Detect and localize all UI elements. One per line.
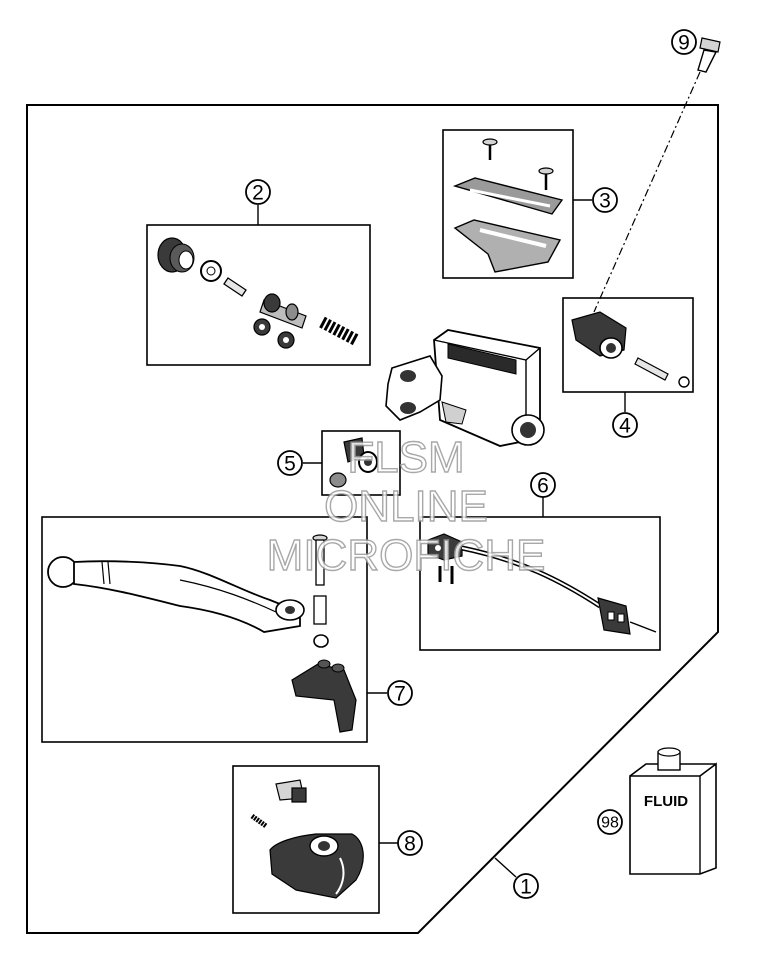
guard-housing-part (269, 833, 364, 899)
callout-6[interactable]: 6 (530, 472, 556, 498)
pin-part (223, 277, 247, 297)
svg-text:4: 4 (619, 415, 631, 438)
cover-screw-b (538, 167, 554, 190)
callout-7[interactable]: 7 (387, 680, 413, 706)
pivot-block-part (571, 311, 627, 359)
callout-3[interactable]: 3 (592, 187, 618, 213)
part-7-box (41, 516, 368, 743)
part-7-group[interactable] (41, 516, 387, 743)
svg-text:3: 3 (599, 190, 611, 213)
svg-text:7: 7 (394, 683, 406, 706)
piston-part (259, 293, 307, 329)
part-6-group[interactable] (419, 497, 661, 651)
callout-9[interactable]: 9 (671, 29, 697, 55)
reservoir-diaphragm (453, 219, 562, 273)
cover-screw-a (482, 138, 498, 160)
callout-1[interactable]: 1 (513, 873, 539, 899)
part-2-group[interactable] (146, 205, 371, 366)
pivot-washer-part (678, 376, 690, 388)
callout-98[interactable]: 98 (597, 809, 623, 835)
svg-text:5: 5 (284, 453, 296, 476)
svg-text:9: 9 (678, 32, 690, 55)
svg-text:6: 6 (537, 475, 549, 498)
fluid-bottle[interactable]: FLUID (629, 747, 717, 875)
callout-5[interactable]: 5 (277, 450, 303, 476)
leader-line-1 (494, 857, 517, 878)
svg-text:98: 98 (601, 815, 619, 832)
part-9-bolt[interactable] (697, 37, 721, 73)
pivot-pin-part (634, 357, 669, 381)
spring-part (319, 316, 359, 346)
reservoir-cover-plate (452, 177, 564, 215)
svg-text:8: 8 (404, 833, 416, 856)
callout-2[interactable]: 2 (245, 179, 271, 205)
watermark: FLSM ONLINE MICROFICHE (266, 432, 546, 580)
fluid-bottle-label: FLUID (644, 793, 688, 810)
watermark-line-1: FLSM (347, 433, 464, 482)
lever-nut-part (313, 634, 329, 648)
guard-adjuster-part (275, 779, 307, 803)
leader-line-9 (593, 71, 701, 313)
rubber-boot-part (157, 237, 195, 273)
bleeder-cap-part (329, 472, 347, 488)
callout-8[interactable]: 8 (397, 830, 423, 856)
lever-adjuster-part (291, 659, 357, 733)
part-4-group[interactable] (562, 297, 694, 412)
svg-text:2: 2 (252, 182, 264, 205)
switch-body-part (427, 533, 463, 561)
lever-bolt-part (312, 534, 328, 586)
part-5-group[interactable] (303, 430, 401, 496)
master-cylinder-body (385, 329, 545, 447)
brake-lever-part (47, 556, 305, 633)
switch-connector-part (597, 597, 657, 635)
watermark-line-2: ONLINE (324, 482, 488, 531)
part-8-group[interactable] (232, 765, 398, 914)
watermark-line-3: MICROFICHE (267, 531, 546, 580)
assembly-outline (26, 104, 719, 934)
callout-4[interactable]: 4 (612, 412, 638, 438)
lever-bushing-part (313, 595, 327, 625)
bleeder-screw-part (343, 437, 378, 473)
part-3-group[interactable] (442, 129, 592, 279)
svg-text:1: 1 (520, 876, 532, 899)
